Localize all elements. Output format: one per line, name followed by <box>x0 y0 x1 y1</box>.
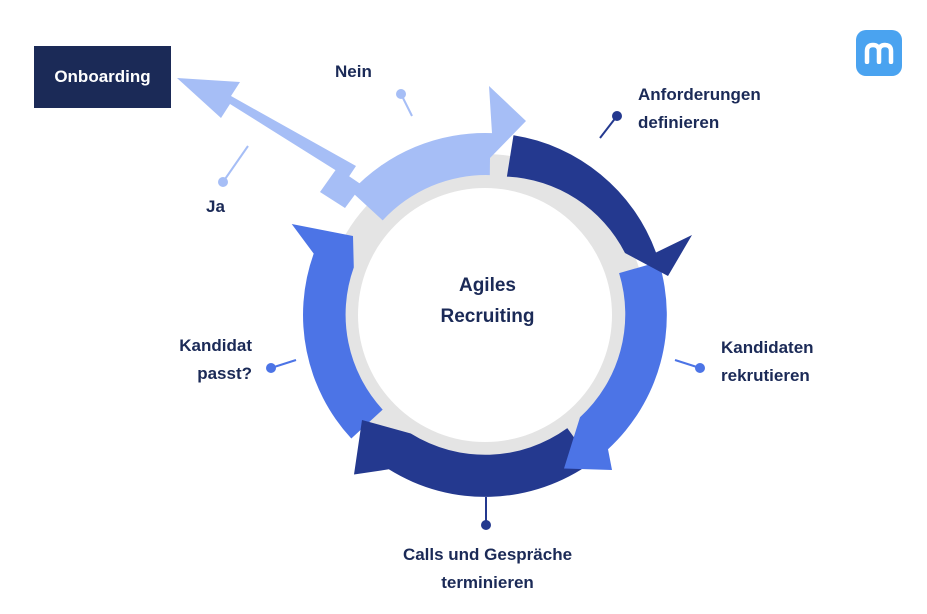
connector-nein <box>396 89 413 117</box>
onboarding-label: Onboarding <box>54 67 151 86</box>
label-anforderungen-definieren: Anforderungen definieren <box>638 85 761 132</box>
label-nein: Nein <box>335 62 372 81</box>
connector-kandidat-passt <box>266 359 297 373</box>
label-calls-terminieren: Calls und Gespräche terminieren <box>402 545 573 592</box>
connector-ja <box>218 145 249 187</box>
arrow-to-onboarding <box>177 78 356 178</box>
connector-calls <box>481 497 491 530</box>
arrow-to-onboarding-join <box>320 168 362 208</box>
connector-anforderungen <box>599 111 622 139</box>
cycle-arrow-kandidat-passt <box>291 224 383 439</box>
label-ja: Ja <box>206 197 225 216</box>
onboarding-box: Onboarding <box>34 46 171 108</box>
cycle-arrow-kandidaten-rekrutieren <box>564 261 667 470</box>
cycle-arrow-nein <box>351 86 526 221</box>
cycle-arrow-anforderungen-definieren <box>506 135 692 276</box>
label-kandidat-passt: Kandidat passt? <box>179 336 252 383</box>
center-title: Agiles Recruiting <box>440 275 535 327</box>
connector-kandidaten <box>674 359 705 373</box>
cycle-arrow-calls-terminieren <box>354 420 592 497</box>
label-kandidaten-rekrutieren: Kandidaten rekrutieren <box>721 338 814 385</box>
m-logo-icon <box>856 30 902 76</box>
